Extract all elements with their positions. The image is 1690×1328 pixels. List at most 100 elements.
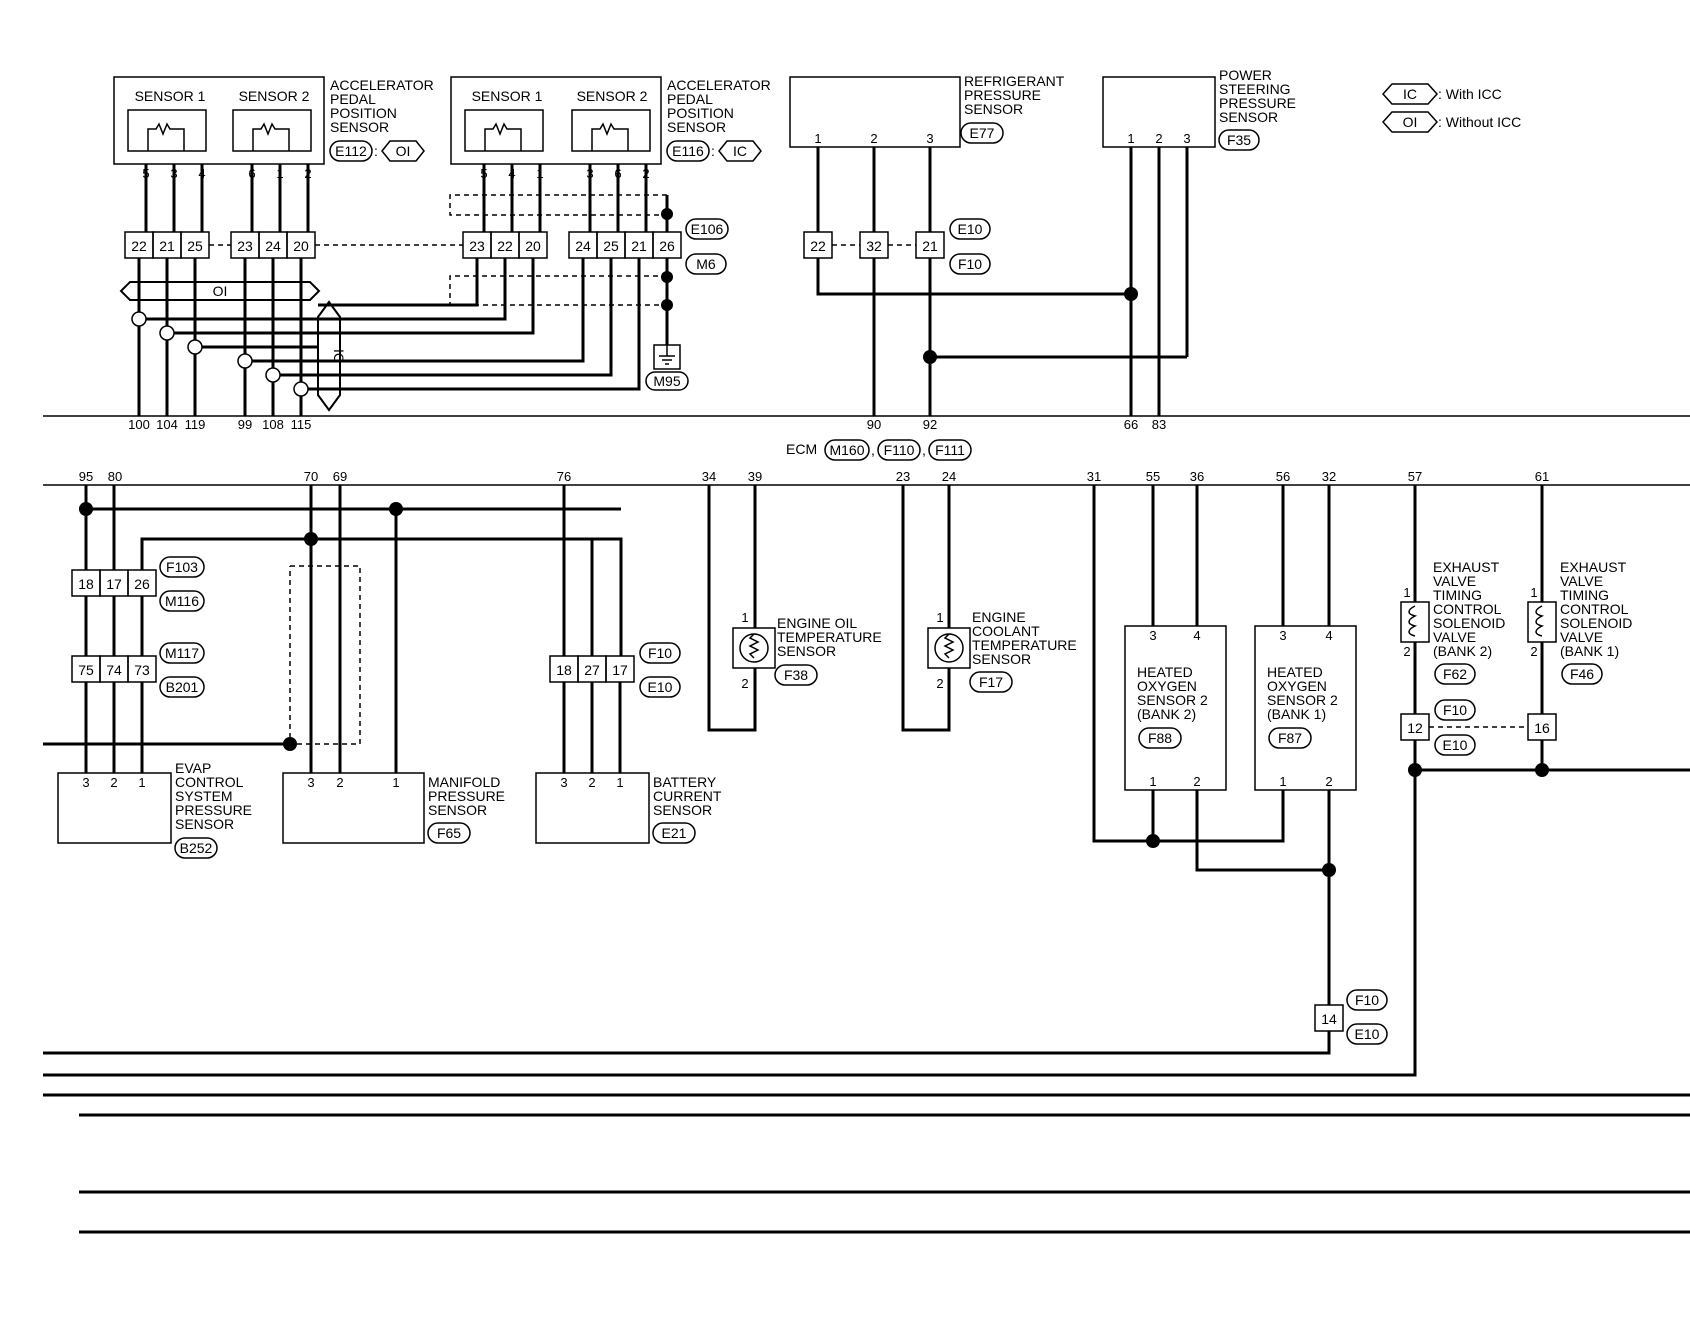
pin-number: 2 [1403, 644, 1410, 659]
connector-pin: 25 [187, 238, 203, 254]
comma: , [922, 442, 926, 458]
sensor-name-line: PRESSURE [964, 87, 1041, 103]
connector-pin: 24 [575, 238, 591, 254]
connector-code: F10 [1355, 992, 1379, 1008]
pin-number: 2 [936, 676, 943, 691]
battery-current-sensor: 18 27 17 F10 E10 3 2 1 BATTERY CURRENT S… [535, 485, 722, 844]
sensor2-label: SENSOR 2 [577, 88, 648, 104]
connector-code: F38 [784, 667, 808, 683]
sensor-name-line: EXHAUST [1560, 559, 1627, 575]
power-steering-pressure-sensor: POWER STEERING PRESSURE SENSOR F35 1 2 3 [1102, 67, 1296, 416]
sensor-name-line: PEDAL [330, 91, 376, 107]
engine-oil-temperature-sensor: 1 2 ENGINE OIL TEMPERATURE SENSOR F38 [707, 485, 882, 732]
manifold-pressure-sensor: 3 2 1 MANIFOLD PRESSURE SENSOR F65 [43, 485, 505, 844]
ecm-pin: 92 [923, 417, 937, 432]
ecm-pin: 24 [942, 469, 956, 484]
sensor-name-line: SENSOR [1219, 109, 1278, 125]
sensor-name-line: SENSOR [777, 643, 836, 659]
connector-code: B201 [166, 679, 199, 695]
connector-code: F46 [1570, 666, 1594, 682]
connector-pin: 21 [922, 238, 938, 254]
sensor-name-line: BATTERY [653, 774, 717, 790]
ecm-pin: 99 [238, 417, 252, 432]
sensor-name-line: TIMING [1433, 587, 1482, 603]
connector-pin: 20 [293, 238, 309, 254]
ecm-pin: 76 [557, 469, 571, 484]
refrigerant-pressure-sensor: REFRIGERANT PRESSURE SENSOR E77 1 2 3 22… [789, 73, 1187, 416]
pin-number: 3 [1279, 628, 1286, 643]
colon-separator: : [711, 143, 715, 159]
sensor-name-line: VALVE [1433, 573, 1476, 589]
pin-number: 4 [1193, 628, 1200, 643]
ecm-pin: 95 [79, 469, 93, 484]
variant-tag: OI [396, 143, 411, 159]
sensor-name-line: SYSTEM [175, 788, 233, 804]
connector-pin: 73 [134, 662, 150, 678]
sensor-name-line: SENSOR [964, 101, 1023, 117]
ic-tag-shape [1381, 83, 1439, 105]
pin-number: 1 [741, 610, 748, 625]
connector-code: F110 [884, 442, 915, 458]
oi-bar [119, 281, 321, 301]
sensor-name-line: ACCELERATOR [330, 77, 434, 93]
accelerator-pedal-sensor-e112: SENSOR 1 SENSOR 2 ACCELERATOR PEDAL POSI… [113, 76, 434, 181]
sensor-name-line: POSITION [330, 105, 397, 121]
connector-code: F103 [166, 559, 198, 575]
legend-with-icc: : With ICC [1438, 86, 1502, 102]
connector-pin: 16 [1534, 720, 1550, 736]
sensor-name-line: CURRENT [653, 788, 722, 804]
ecm-pin: 31 [1087, 469, 1101, 484]
connector-code: F65 [437, 825, 461, 841]
pin-number: 3 [1149, 628, 1156, 643]
sensor-name-line: MANIFOLD [428, 774, 500, 790]
pin-number: 1 [1530, 585, 1537, 600]
ecm-pin: 56 [1276, 469, 1290, 484]
colon-separator: : [374, 143, 378, 159]
pin-number: 3 [560, 775, 567, 790]
sensor-name-line: SENSOR [667, 119, 726, 135]
connector-pin: 22 [497, 238, 513, 254]
connector-code: E10 [958, 221, 983, 237]
connector-pin: 74 [106, 662, 122, 678]
sensor-name-line: OXYGEN [1267, 678, 1327, 694]
sensor-name-line: PEDAL [667, 91, 713, 107]
sensor-name-line: PRESSURE [428, 788, 505, 804]
ecm-pin: 70 [304, 469, 318, 484]
legend-without-icc: : Without ICC [1438, 114, 1521, 130]
pin-number: 1 [1403, 585, 1410, 600]
connector-pin: 24 [265, 238, 281, 254]
sensor-name-line: CONTROL [1560, 601, 1629, 617]
pin-number: 1 [1279, 774, 1286, 789]
sensor1-label: SENSOR 1 [472, 88, 543, 104]
sensor-name-line: ENGINE OIL [777, 615, 857, 631]
connector-pin: 27 [584, 662, 600, 678]
sensor-name-line: CONTROL [175, 774, 244, 790]
connector-pin: 23 [469, 238, 485, 254]
legend-oi-tag: OI [1403, 114, 1418, 130]
sensor-name-line: TIMING [1560, 587, 1609, 603]
legend: IC : With ICC OI : Without ICC [1381, 83, 1521, 133]
connector-pin: 26 [659, 238, 675, 254]
sensor-name-line: VALVE [1560, 629, 1603, 645]
pin-number: 3 [926, 131, 933, 146]
sensor-name-line: SENSOR [175, 816, 234, 832]
ecm-pin: 108 [262, 417, 284, 432]
sensor-name-line: REFRIGERANT [964, 73, 1065, 89]
ecm-pin: 32 [1322, 469, 1336, 484]
connector-code: F62 [1443, 666, 1467, 682]
ecm-pin: 100 [128, 417, 150, 432]
pin-number: 4 [1325, 628, 1332, 643]
connector-code: E106 [691, 221, 724, 237]
potentiometer-icon [147, 122, 185, 151]
heated-oxygen-sensor-bank2: 3 4 HEATED OXYGEN SENSOR 2 (BANK 2) F88 … [1092, 485, 1329, 872]
ecm-pin: 104 [156, 417, 178, 432]
engine-coolant-temperature-sensor: 1 2 ENGINE COOLANT TEMPERATURE SENSOR F1… [901, 485, 1077, 732]
sensor-name-line: STEERING [1219, 81, 1291, 97]
sensor-name-line: PRESSURE [175, 802, 252, 818]
connector-pin: 22 [131, 238, 147, 254]
connector-code: E116 [672, 143, 704, 159]
sensor-name-line: SENSOR [653, 802, 712, 818]
connector-code: F88 [1148, 730, 1172, 746]
pin-number: 2 [870, 131, 877, 146]
potentiometer-icon [591, 122, 629, 151]
